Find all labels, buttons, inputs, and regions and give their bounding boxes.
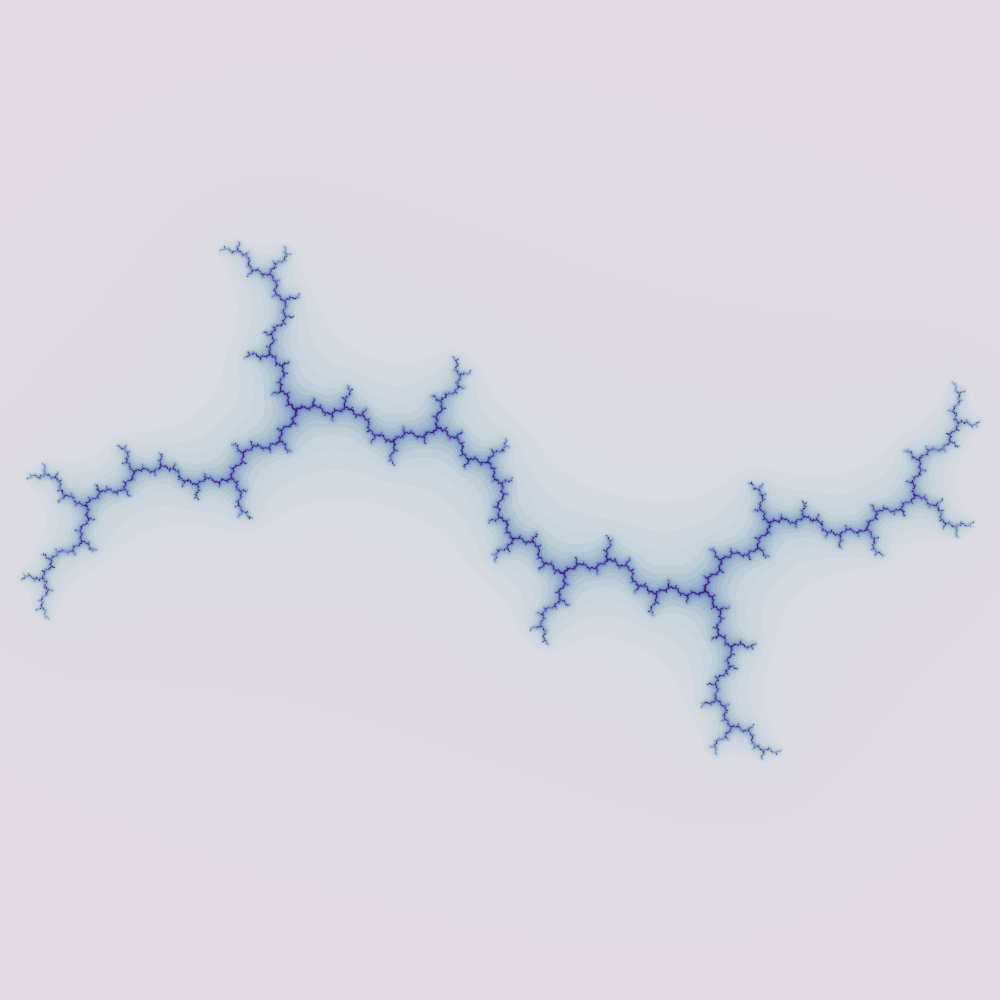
- julia-fractal-image: [0, 0, 1000, 1000]
